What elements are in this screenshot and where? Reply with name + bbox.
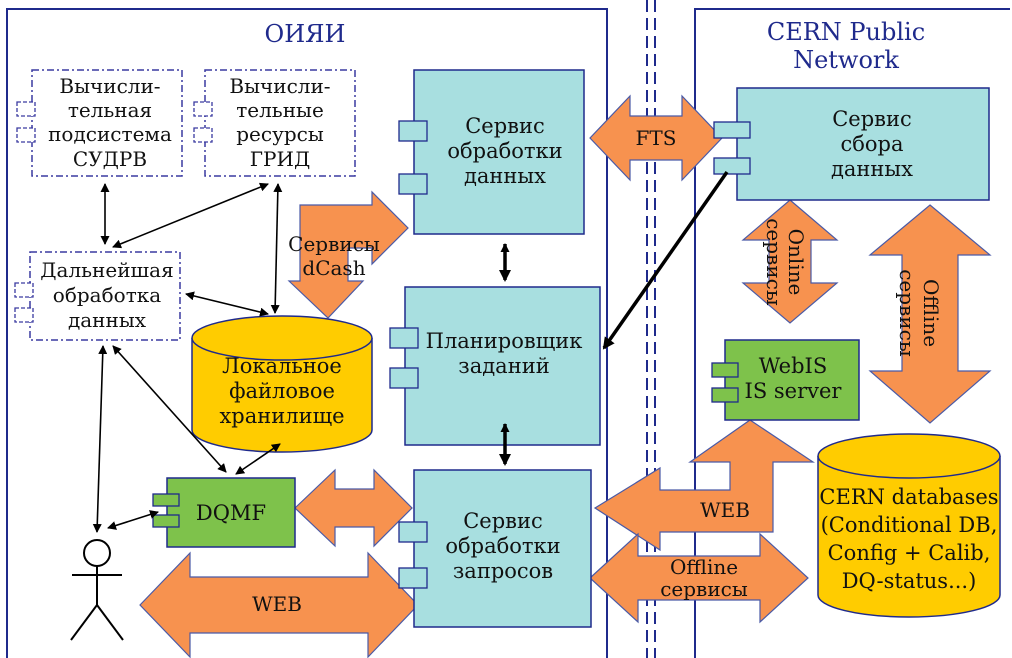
data-processing-label-line2: обработки bbox=[447, 139, 562, 163]
web-right-arrow-label: WEB bbox=[700, 498, 750, 522]
local-storage-label-line2: файловое bbox=[229, 379, 335, 403]
offline-vertical-label-line1: Offline bbox=[919, 279, 943, 347]
offline-services-vertical-arrow bbox=[868, 204, 992, 424]
cern-db-label-line2: (Conditional DB, bbox=[821, 513, 998, 537]
local-storage-label-line1: Локальное bbox=[222, 354, 342, 378]
fts-arrow-label: FTS bbox=[636, 126, 677, 150]
data-collection-label-line3: данных bbox=[831, 157, 913, 181]
cern-db-label-line1: CERN databases bbox=[819, 485, 998, 509]
scheduler-port-top bbox=[389, 327, 419, 349]
jinr-region-border bbox=[6, 8, 608, 658]
request-label-line2: обработки bbox=[445, 534, 560, 558]
further-localstorage-connector bbox=[185, 291, 269, 317]
offline-horizontal-label-line1: Offline bbox=[670, 555, 738, 579]
data-collection-label-line2: сбора bbox=[840, 132, 903, 156]
local-storage-cylinder: Локальное файловое хранилище bbox=[191, 315, 373, 453]
dqmf-port-bottom bbox=[152, 514, 180, 528]
further-processing-box: Дальнейшая обработка данных bbox=[14, 251, 181, 341]
cern-region-border bbox=[694, 8, 1010, 658]
web-right-arrow bbox=[593, 419, 815, 552]
grid-port-top bbox=[193, 101, 213, 117]
offline-services-horizontal-arrow bbox=[589, 532, 809, 624]
dqmf-label: DQMF bbox=[196, 501, 266, 525]
grid-label-line3: ресурсы bbox=[236, 122, 324, 146]
request-label-line1: Сервис bbox=[463, 509, 543, 533]
scheduler-port-bottom bbox=[389, 367, 419, 389]
request-port-top bbox=[398, 521, 428, 543]
cern-db-label-line3: Config + Calib, bbox=[828, 541, 991, 565]
data-processing-label-line1: Сервис bbox=[465, 114, 545, 138]
user-dqmf-connector bbox=[107, 510, 159, 530]
further-label-line3: данных bbox=[68, 308, 147, 332]
further-port-bottom bbox=[14, 307, 34, 323]
grid-further-connector bbox=[112, 182, 269, 249]
data-processing-label-line3: данных bbox=[464, 164, 546, 188]
grid-label-line4: ГРИД bbox=[250, 147, 310, 171]
grid-port-bottom bbox=[193, 127, 213, 143]
grid-label-line2: тельные bbox=[236, 98, 324, 122]
online-arrow-label-line1: Online bbox=[784, 229, 808, 296]
grid-resources-box: Вычисли- тельные ресурсы ГРИД bbox=[193, 69, 356, 177]
scheduler-label-line2: заданий bbox=[458, 354, 549, 378]
sudrv-subsystem-box: Вычисли- тельная подсистема СУДРВ bbox=[16, 69, 183, 177]
cern-region-title-line1: CERN Public bbox=[767, 18, 925, 46]
dqmf-request-arrow bbox=[294, 468, 413, 548]
sudrv-label-line4: СУДРВ bbox=[73, 147, 147, 171]
data-processing-port-top bbox=[398, 120, 428, 142]
data-collection-label-line1: Сервис bbox=[832, 107, 912, 131]
cern-databases-cylinder: CERN databases (Conditional DB, Config +… bbox=[817, 433, 1001, 618]
cern-region-title-line2: Network bbox=[793, 46, 899, 74]
further-dqmf-connector bbox=[112, 345, 227, 473]
dqmf-box: DQMF bbox=[152, 477, 296, 548]
online-services-arrow bbox=[741, 199, 839, 324]
dcash-services-arrow bbox=[287, 190, 409, 319]
sudrv-label-line2: тельная bbox=[68, 98, 152, 122]
offline-vertical-label-line2: сервисы bbox=[895, 269, 919, 357]
webis-label-line2: IS server bbox=[745, 379, 843, 403]
scheduler-label-line1: Планировщик bbox=[426, 329, 583, 353]
further-port-top bbox=[14, 282, 34, 298]
data-processing-service-box: Сервис обработки данных bbox=[398, 69, 585, 235]
collection-scheduler-connector bbox=[602, 170, 729, 350]
dqmf-port-top bbox=[152, 493, 180, 507]
grid-localstorage-connector bbox=[270, 183, 283, 314]
cern-db-label-line4: DQ-status...) bbox=[842, 569, 977, 593]
web-bottom-arrow-label: WEB bbox=[252, 592, 302, 616]
further-label-line2: обработка bbox=[53, 283, 161, 307]
sudrv-port-bottom bbox=[16, 127, 36, 143]
data-processing-port-bottom bbox=[398, 173, 428, 195]
sudrv-port-top bbox=[16, 101, 36, 117]
request-label-line3: запросов bbox=[453, 559, 553, 583]
data-collection-service-box: Сервис сбора данных bbox=[713, 87, 990, 201]
further-label-line1: Дальнейшая bbox=[40, 258, 173, 282]
sudrv-label-line1: Вычисли- bbox=[59, 74, 160, 98]
webis-port-top bbox=[711, 362, 739, 378]
further-user-connector bbox=[92, 345, 108, 533]
request-port-bottom bbox=[398, 567, 428, 589]
grid-label-line1: Вычисли- bbox=[229, 74, 330, 98]
data-collection-port-bottom bbox=[713, 157, 751, 175]
dcash-arrow-label-line1: Сервисы bbox=[288, 232, 380, 256]
user-stick-figure-icon bbox=[70, 539, 124, 641]
jinr-region-title: ОИЯИ bbox=[265, 20, 346, 48]
webis-server-box: WebIS IS server bbox=[711, 339, 860, 421]
request-processing-service-box: Сервис обработки запросов bbox=[398, 469, 592, 628]
job-scheduler-box: Планировщик заданий bbox=[389, 286, 601, 446]
offline-horizontal-label-line2: сервисы bbox=[660, 577, 748, 601]
online-arrow-label-line2: сервисы bbox=[762, 218, 786, 306]
localstorage-dqmf-connector bbox=[235, 443, 281, 475]
sudrv-label-line3: подсистема bbox=[48, 122, 172, 146]
dcash-arrow-label-line2: dCash bbox=[302, 256, 365, 280]
webis-label-line1: WebIS bbox=[759, 354, 827, 378]
webis-port-bottom bbox=[711, 387, 739, 403]
data-collection-port-top bbox=[713, 121, 751, 139]
local-storage-label-line3: хранилище bbox=[219, 404, 344, 428]
